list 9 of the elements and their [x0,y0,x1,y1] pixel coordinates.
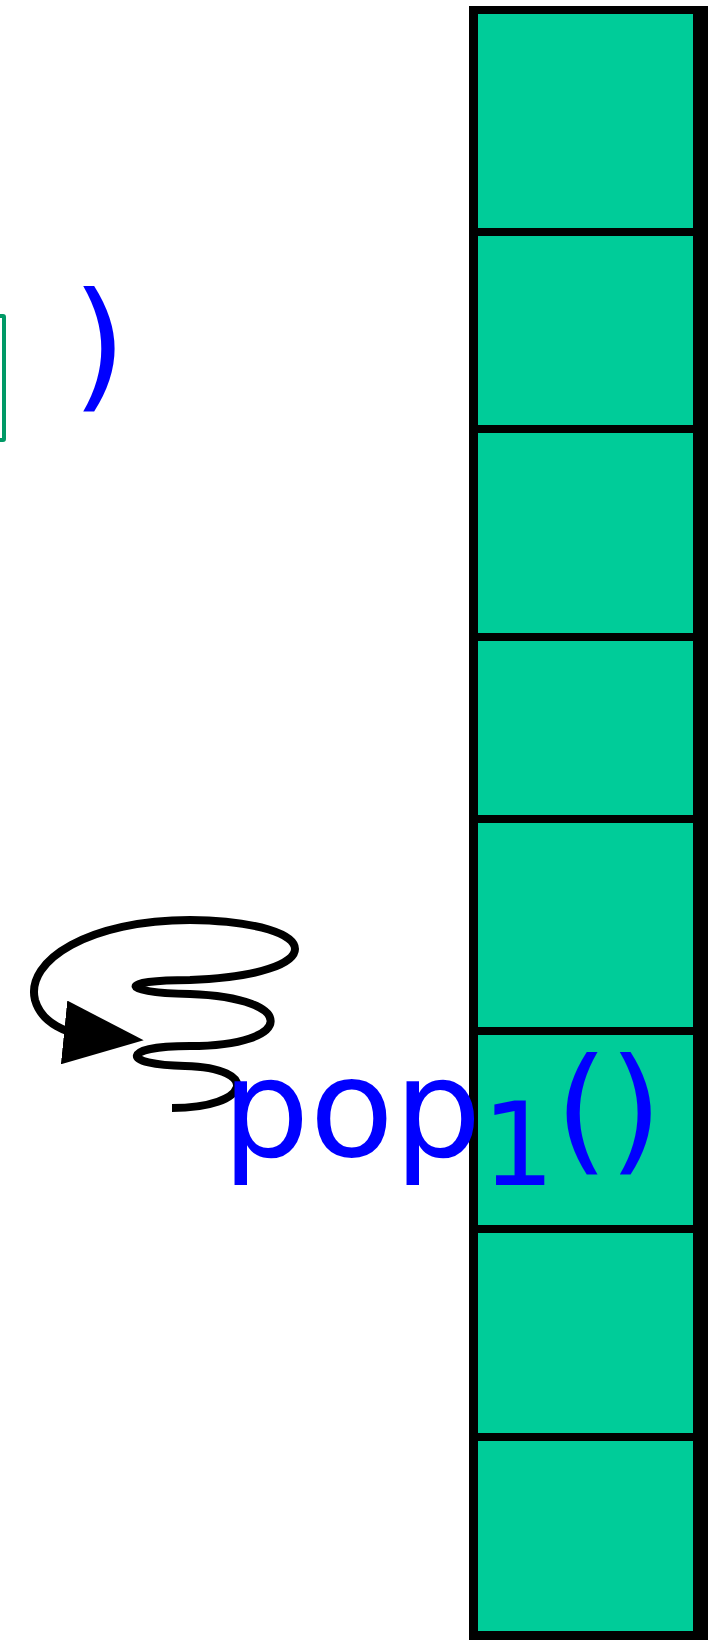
stack-cell [478,823,693,1027]
stack-cell [478,1441,693,1631]
stack-cell [478,236,693,425]
stack-cell [478,433,693,633]
parenthesis: ) [72,275,127,415]
stack-cell [478,14,693,228]
stack-cell [478,641,693,815]
stack-cell [478,1233,693,1433]
stack-cell [478,1035,693,1225]
